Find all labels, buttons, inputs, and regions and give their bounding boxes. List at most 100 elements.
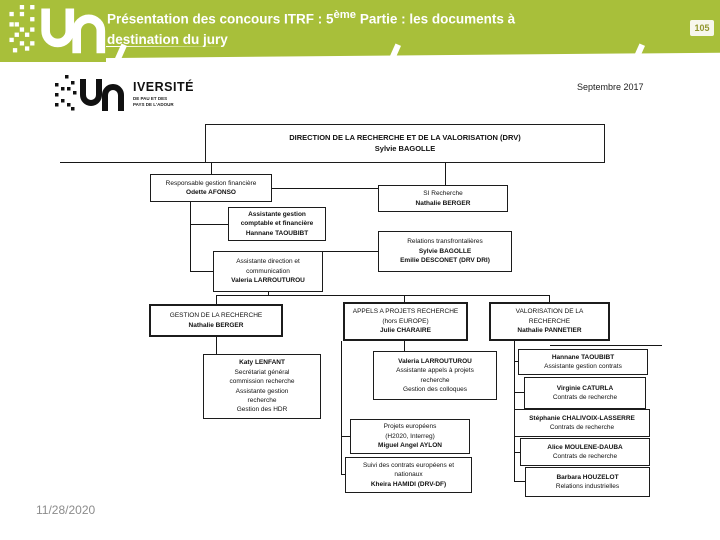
slide-title: Présentation des concours ITRF : 5ème Pa… <box>107 7 587 51</box>
org-node-person: Miguel Angel AYLON <box>378 442 442 450</box>
org-node-person: Alice MOULENE-DAUBA <box>547 443 623 451</box>
university-logo-mark-icon <box>55 75 124 111</box>
org-node-title: Relations transfrontalières <box>407 238 483 246</box>
org-node-person: Sylvie BAGOLLE <box>374 143 436 153</box>
org-node-title: Gestion des colloques <box>403 385 467 393</box>
org-node-person: Odette AFONSO <box>186 189 236 196</box>
org-node-person: Kheira HAMIDI (DRV-DF) <box>370 480 447 488</box>
org-node-title: Responsable gestion financière <box>165 179 257 187</box>
university-subtitle-line: PAYS DE L'ADOUR <box>133 102 174 108</box>
org-node-title: Gestion des HDR <box>236 406 288 414</box>
slide-title-text: Présentation des concours ITRF : 5 <box>107 11 334 27</box>
connector-line <box>514 361 518 362</box>
org-node-title: (hors EUROPE) <box>382 317 429 325</box>
org-node-title: Assistante gestion <box>248 210 306 218</box>
org-node-title: communication <box>246 267 290 275</box>
org-node-person: Valeria LARROUTUROU <box>231 277 305 285</box>
slide-header <box>0 0 720 46</box>
org-node-title: comptable et financière <box>240 220 314 228</box>
org-node-valeria-larrouturou: Valeria LARROUTUROU Assistante appels à … <box>373 351 497 400</box>
connector-line <box>445 163 446 185</box>
date-caption: Septembre 2017 <box>577 82 644 92</box>
org-node-title: Suivi des contrats européens et <box>362 461 455 469</box>
org-node-title: GESTION DE LA RECHERCHE <box>169 312 263 320</box>
connector-line <box>341 436 350 437</box>
connector-line <box>404 295 405 302</box>
org-node-responsable-gestion-financiere: Responsable gestion financière Odette AF… <box>150 174 272 202</box>
org-node-virginie-caturla: Virginie CATURLA Contrats de recherche <box>524 377 646 409</box>
university-logo: IVERSITÉ DE PAU ET DES PAYS DE L'ADOUR <box>52 74 194 116</box>
org-node-barbara-houzelot: Barbara HOUZELOT Relations industrielles <box>525 467 650 497</box>
connector-line <box>216 295 217 304</box>
org-node-si-recherche: SI Recherche Nathalie BERGER <box>378 185 508 212</box>
org-node-person: Nathalie BERGER <box>415 199 471 207</box>
connector-line <box>190 271 213 272</box>
org-node-title: Secrétariat général <box>234 368 290 376</box>
connector-line <box>268 292 269 296</box>
connector-line <box>190 224 228 225</box>
org-node-person: Katy LENFANT <box>239 359 285 367</box>
org-node-person: Stéphanie CHALIVOIX-LASSERRE <box>529 414 635 422</box>
org-node-person: Valeria LARROUTUROU <box>398 357 472 365</box>
org-node-title: recherche <box>247 396 277 404</box>
connector-line <box>514 392 524 393</box>
org-node-person: Virginie CATURLA <box>556 384 614 392</box>
org-node-person: Sylvie BAGOLLE <box>418 247 472 255</box>
org-node-title: RECHERCHE <box>528 317 571 325</box>
slide-number-badge: 105 <box>690 20 714 36</box>
org-node-title: commission recherche <box>229 378 295 386</box>
connector-line <box>216 337 217 354</box>
connector-line <box>216 295 550 296</box>
org-node-hannane-taoubibt: Hannane TAOUBIBT Assistante gestion cont… <box>518 349 648 375</box>
connector-line <box>190 202 191 272</box>
org-node-title: (H2020, Interreg) <box>385 432 435 440</box>
uppa-logo-icon <box>6 2 106 63</box>
university-logo-text: IVERSITÉ DE PAU ET DES PAYS DE L'ADOUR <box>133 81 194 108</box>
slide-title-sup: ème <box>333 9 357 21</box>
connector-line <box>514 481 525 482</box>
university-name: IVERSITÉ <box>133 80 194 95</box>
org-node-title: Assistante appels à projets <box>396 367 474 375</box>
org-node-assistante-gestion-comptable: Assistante gestion comptable et financiè… <box>228 207 326 241</box>
org-node-stephanie-chalivoix-lasserre: Stéphanie CHALIVOIX-LASSERRE Contrats de… <box>514 409 650 437</box>
org-node-relations-transfrontalieres: Relations transfrontalières Sylvie BAGOL… <box>378 231 512 272</box>
org-node-alice-moulene-dauba: Alice MOULENE-DAUBA Contrats de recherch… <box>520 438 650 466</box>
university-subtitle: DE PAU ET DES PAYS DE L'ADOUR <box>133 96 194 109</box>
connector-line <box>514 452 520 453</box>
org-node-person: Hannane TAOUBIBT <box>551 353 615 361</box>
connector-line <box>550 345 662 346</box>
org-node-assistante-direction-communication: Assistante direction et communication Va… <box>213 251 323 292</box>
org-node-title: Assistante gestion <box>235 387 289 395</box>
slide-title-rest: Partie : les documents à destination du … <box>107 11 516 48</box>
university-subtitle-line: DE PAU ET DES <box>133 95 168 101</box>
org-node-person: Nathalie BERGER <box>188 321 244 329</box>
connector-line <box>323 251 378 252</box>
org-node-title: VALORISATION DE LA <box>515 308 584 316</box>
footer-date: 11/28/2020 <box>36 503 96 517</box>
header-logo-background <box>0 0 106 62</box>
org-node-valorisation-de-la-recherche: VALORISATION DE LA RECHERCHE Nathalie PA… <box>489 302 610 341</box>
connector-line <box>549 295 550 302</box>
org-node-title: Assistante direction et <box>236 258 300 266</box>
org-node-title: Projets européens <box>383 423 437 431</box>
org-node-title: nationaux <box>394 471 423 479</box>
connector-line <box>211 163 212 174</box>
org-node-title: APPELS A PROJETS RECHERCHE <box>352 308 459 316</box>
org-node-title: Relations industrielles <box>555 483 620 490</box>
connector-line <box>341 341 342 475</box>
org-node-projets-europeens: Projets européens (H2020, Interreg) Migu… <box>350 419 470 454</box>
org-node-appels-a-projets-recherche: APPELS A PROJETS RECHERCHE (hors EUROPE)… <box>343 302 468 341</box>
connector-line <box>272 188 378 189</box>
org-node-gestion-de-la-recherche: GESTION DE LA RECHERCHE Nathalie BERGER <box>149 304 283 337</box>
org-node-katy-lenfant: Katy LENFANT Secrétariat général commiss… <box>203 354 321 419</box>
org-node-person: Julie CHARAIRE <box>380 327 431 335</box>
org-node-person: Hannane TAOUBIBT <box>245 229 309 237</box>
org-node-suivi-des-contrats: Suivi des contrats européens et nationau… <box>345 457 472 493</box>
org-node-title: Contrats de recherche <box>549 424 615 431</box>
org-node-title: SI Recherche <box>423 190 463 198</box>
org-node-title: Contrats de recherche <box>552 453 618 460</box>
org-node-drv: DIRECTION DE LA RECHERCHE ET DE LA VALOR… <box>205 124 605 163</box>
connector-line <box>404 341 405 351</box>
org-node-person: Barbara HOUZELOT <box>556 473 619 481</box>
